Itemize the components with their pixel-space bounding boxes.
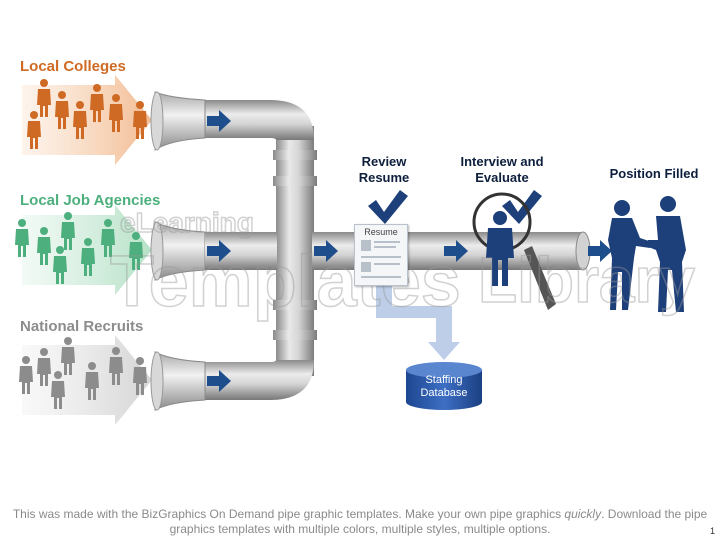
source-local-colleges-label: Local Colleges — [20, 58, 126, 75]
checkmark-icon — [368, 190, 408, 224]
intake-funnel-bottom-mouth — [150, 351, 164, 411]
step-review-resume-label: Review Resume — [358, 154, 410, 185]
intake-funnel-top — [154, 91, 206, 151]
footer-note: This was made with the BizGraphics On De… — [12, 507, 708, 536]
step-position-filled-label: Position Filled — [609, 166, 699, 181]
watermark-line3: Library — [478, 244, 695, 316]
pipe-bottom-elbow — [205, 360, 314, 400]
source-national-recruits-label: National Recruits — [20, 318, 144, 335]
intake-funnel-middle-mouth — [150, 221, 164, 281]
colleges-arrow-band — [22, 75, 152, 165]
source-local-job-agencies-label: Local Job Agencies — [20, 192, 161, 209]
database-label: Staffing Database — [420, 374, 468, 399]
page-number: 1 — [710, 526, 716, 536]
resume-card-label: Resume — [364, 227, 398, 237]
pipe-coupling — [273, 300, 317, 310]
watermark-line1: eLearning — [120, 207, 254, 238]
person-icon — [486, 211, 514, 286]
intake-funnel-bottom — [154, 351, 206, 411]
resume-icon: Resume — [354, 224, 408, 286]
pipe-top-elbow — [205, 100, 314, 140]
pipe-coupling — [273, 176, 317, 186]
database-icon — [406, 362, 482, 410]
checkmark-icon — [502, 190, 542, 224]
footer-emphasis: quickly — [564, 507, 602, 521]
watermark-line2: Templates — [110, 242, 461, 322]
pipe-coupling — [273, 330, 317, 340]
database-branch — [376, 270, 460, 360]
step-interview-evaluate-label: Interview and Evaluate — [460, 154, 544, 185]
pipe-coupling — [273, 150, 317, 160]
handshake-icon — [608, 196, 686, 312]
intake-funnel-top-mouth — [150, 91, 164, 151]
